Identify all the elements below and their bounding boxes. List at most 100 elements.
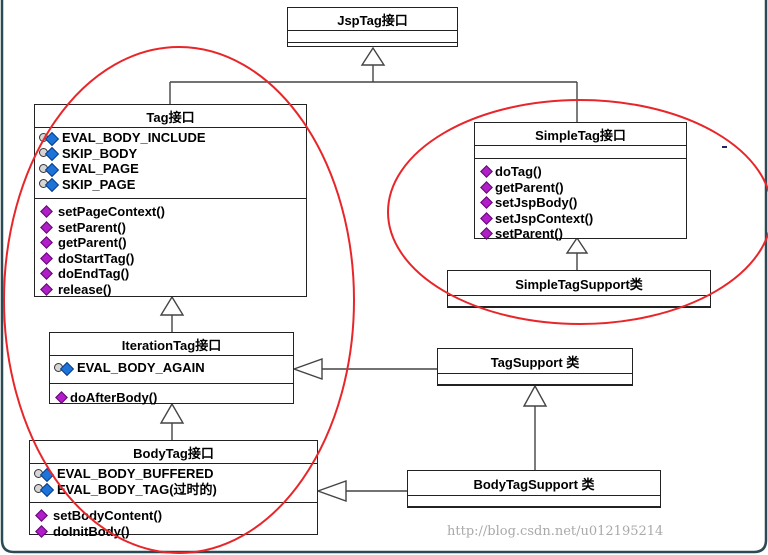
tag-attribute-row: SKIP_BODY xyxy=(39,146,302,162)
simpletag-title: SimpleTag接口 xyxy=(475,123,686,146)
tag-operation-row: setPageContext() xyxy=(39,204,302,220)
method-icon xyxy=(480,211,493,225)
tag-operation-label: release() xyxy=(58,281,112,297)
bodytag-attribute-label: EVAL_BODY_BUFFERED xyxy=(57,466,214,481)
bodytagsupport-operations-section xyxy=(408,507,660,516)
jsptag-interface-box: JspTag接口 xyxy=(287,7,458,47)
method-icon xyxy=(480,165,493,179)
constant-icon xyxy=(39,162,61,177)
simpletag-operation-label: setJspBody() xyxy=(495,195,578,210)
bodytag-operation-row: setBodyContent() xyxy=(34,508,313,524)
method-icon xyxy=(40,236,53,250)
method-icon xyxy=(35,509,48,523)
method-icon xyxy=(480,196,493,210)
tag-attribute-row: SKIP_PAGE xyxy=(39,177,302,193)
tagsupport-attributes-section xyxy=(438,374,632,385)
tag-operation-label: setParent() xyxy=(58,219,126,235)
tag-operation-label: getParent() xyxy=(58,235,127,250)
simpletag-operation-label: setParent() xyxy=(495,226,563,241)
tagsupport-generalization-arrow xyxy=(522,384,548,407)
tag-operation-label: doEndTag() xyxy=(58,266,130,281)
tag-operation-row: release() xyxy=(39,282,302,298)
tag-attribute-row: EVAL_BODY_INCLUDE xyxy=(39,130,302,146)
tag-attribute-row: EVAL_PAGE xyxy=(39,161,302,177)
tag-generalization-arrow xyxy=(159,295,185,316)
simpletag-interface-box: SimpleTag接口 doTag() getParent() setJspBo… xyxy=(474,122,687,241)
simpletagsupport-title: SimpleTagSupport类 xyxy=(448,271,710,296)
bodytag-operation-label: doInitBody() xyxy=(53,523,130,539)
bodytag-operation-row: doInitBody() xyxy=(34,524,313,540)
bodytag-attribute-label: EVAL_BODY_TAG(过时的) xyxy=(57,481,217,497)
method-icon xyxy=(40,205,53,219)
tag-attribute-label: EVAL_PAGE xyxy=(62,161,139,176)
simpletag-operation-label: doTag() xyxy=(495,164,542,179)
tag-operation-label: setPageContext() xyxy=(58,204,165,219)
tagsupport-title: TagSupport 类 xyxy=(438,349,632,374)
jsptag-operations-section xyxy=(288,43,457,53)
tagsupport-class-box: TagSupport 类 xyxy=(437,348,633,386)
iterationtag-operations-section: doAfterBody() xyxy=(50,384,293,408)
method-icon xyxy=(35,524,48,538)
iterationtag-attributes-section: EVAL_BODY_AGAIN xyxy=(50,356,293,384)
jsptag-attributes-section xyxy=(288,31,457,43)
tag-title: Tag接口 xyxy=(35,105,306,128)
bodytag-realization-arrow xyxy=(315,480,347,502)
tag-operation-label: doStartTag() xyxy=(58,250,135,266)
watermark-text: http://blog.csdn.net/u012195214 xyxy=(447,524,664,539)
tag-interface-box: Tag接口 EVAL_BODY_INCLUDE SKIP_BODY EVAL_P… xyxy=(34,104,307,297)
tag-operation-row: doStartTag() xyxy=(39,251,302,267)
constant-icon xyxy=(54,361,76,376)
tag-attribute-label: SKIP_BODY xyxy=(62,145,138,161)
simpletag-operation-label: getParent() xyxy=(495,179,564,195)
simpletag-operation-row: getParent() xyxy=(479,180,682,196)
iterationtag-operation-label: doAfterBody() xyxy=(70,390,158,405)
iterationtag-operation-row: doAfterBody() xyxy=(54,390,289,406)
iterationtag-title: IterationTag接口 xyxy=(50,333,293,356)
simpletagsupport-attributes-section xyxy=(448,296,710,307)
simpletag-operation-row: doTag() xyxy=(479,164,682,180)
iterationtag-realization-arrow xyxy=(291,358,323,380)
tag-attribute-label: SKIP_PAGE xyxy=(62,176,136,192)
tag-operation-row: doEndTag() xyxy=(39,266,302,282)
simpletag-operation-row: setJspContext() xyxy=(479,211,682,227)
iterationtag-attribute-row: EVAL_BODY_AGAIN xyxy=(54,360,289,376)
bodytag-operations-section: setBodyContent() doInitBody() xyxy=(30,503,317,541)
constant-icon xyxy=(39,147,61,162)
constant-icon xyxy=(34,467,56,482)
iterationtag-attribute-label: EVAL_BODY_AGAIN xyxy=(77,360,205,375)
tagsupport-operations-section xyxy=(438,385,632,394)
bodytag-interface-box: BodyTag接口 EVAL_BODY_BUFFERED EVAL_BODY_T… xyxy=(29,440,318,539)
constant-icon xyxy=(39,178,61,193)
method-icon xyxy=(40,251,53,265)
simpletagsupport-class-box: SimpleTagSupport类 xyxy=(447,270,711,308)
method-icon xyxy=(480,227,493,241)
bodytag-operation-label: setBodyContent() xyxy=(53,508,163,523)
simpletag-operation-row: setParent() xyxy=(479,226,682,242)
iterationtag-interface-box: IterationTag接口 EVAL_BODY_AGAIN doAfterBo… xyxy=(49,332,294,405)
stray-dash-mark xyxy=(722,146,727,148)
bodytag-title: BodyTag接口 xyxy=(30,441,317,464)
tag-operation-row: setParent() xyxy=(39,220,302,236)
simpletag-operation-row: setJspBody() xyxy=(479,195,682,211)
method-icon xyxy=(40,282,53,296)
constant-icon xyxy=(34,483,56,498)
tag-operations-section: setPageContext() setParent() getParent()… xyxy=(35,199,306,299)
tag-attribute-label: EVAL_BODY_INCLUDE xyxy=(62,130,206,145)
simpletag-operations-section: doTag() getParent() setJspBody() setJspC… xyxy=(475,159,686,244)
simpletag-attributes-section xyxy=(475,146,686,159)
jsptag-title: JspTag接口 xyxy=(288,8,457,31)
bodytag-attribute-row: EVAL_BODY_TAG(过时的) xyxy=(34,482,313,498)
method-icon xyxy=(55,391,68,405)
simpletag-operation-label: setJspContext() xyxy=(495,210,594,226)
method-icon xyxy=(40,267,53,281)
method-icon xyxy=(40,220,53,234)
constant-icon xyxy=(39,131,61,146)
bodytag-attribute-row: EVAL_BODY_BUFFERED xyxy=(34,466,313,482)
bodytagsupport-attributes-section xyxy=(408,496,660,507)
bodytagsupport-title: BodyTagSupport 类 xyxy=(408,471,660,496)
bodytagsupport-class-box: BodyTagSupport 类 xyxy=(407,470,661,508)
bodytag-attributes-section: EVAL_BODY_BUFFERED EVAL_BODY_TAG(过时的) xyxy=(30,464,317,503)
tag-attributes-section: EVAL_BODY_INCLUDE SKIP_BODY EVAL_PAGE SK… xyxy=(35,128,306,199)
